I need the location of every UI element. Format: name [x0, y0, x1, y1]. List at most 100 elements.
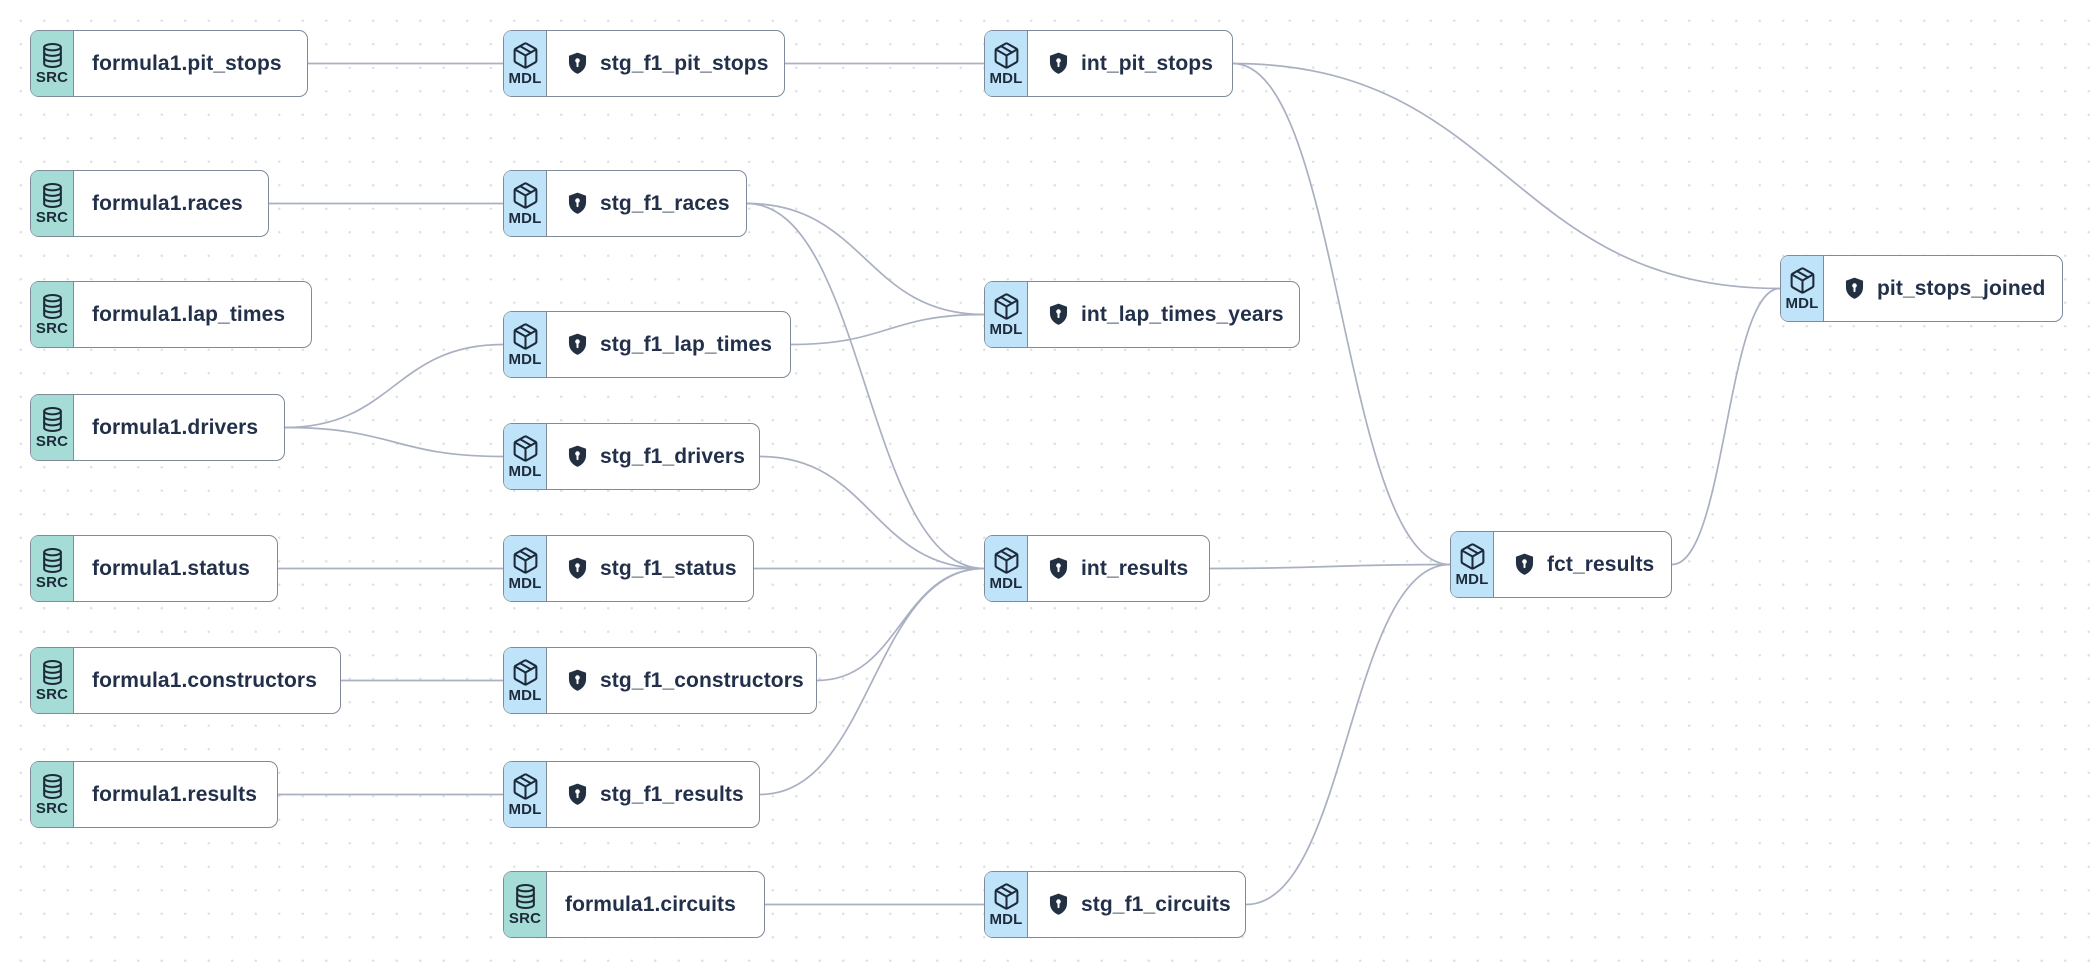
node-label: formula1.circuits [565, 892, 736, 916]
edge-int_results-to-fct_results [1209, 563, 1451, 570]
model-icon-section: MDL [504, 171, 547, 236]
node-body: formula1.races [74, 171, 261, 236]
node-label: formula1.races [92, 191, 243, 215]
model-icon-section: MDL [504, 424, 547, 489]
package-icon [994, 547, 1018, 574]
database-icon [42, 660, 62, 685]
source-icon-section: SRC [31, 395, 74, 460]
source-icon-section: SRC [31, 536, 74, 601]
node-body: int_lap_times_years [1028, 282, 1302, 347]
node-label: formula1.results [92, 782, 257, 806]
node-stg-results[interactable]: MDL stg_f1_results [503, 761, 760, 828]
node-src-results[interactable]: SRC formula1.results [30, 761, 278, 828]
node-body: stg_f1_races [547, 171, 748, 236]
database-icon [42, 183, 62, 208]
node-type-badge: MDL [508, 210, 542, 227]
node-type-badge: MDL [989, 321, 1023, 338]
edge-stg_circuits-to-fct_results [1245, 563, 1451, 906]
node-stg-constructors[interactable]: MDL stg_f1_constructors [503, 647, 817, 714]
node-label: stg_f1_results [600, 782, 744, 806]
node-label: int_results [1081, 556, 1189, 580]
node-int-lap-times-years[interactable]: MDL int_lap_times_years [984, 281, 1300, 348]
node-label: stg_f1_races [600, 191, 730, 215]
node-label: stg_f1_drivers [600, 444, 745, 468]
source-icon-section: SRC [31, 648, 74, 713]
node-body: stg_f1_pit_stops [547, 31, 786, 96]
node-label: stg_f1_constructors [600, 668, 804, 692]
node-src-lap-times[interactable]: SRC formula1.lap_times [30, 281, 312, 348]
shield-keyhole-icon [1845, 277, 1864, 299]
package-icon [1460, 543, 1484, 570]
node-body: int_pit_stops [1028, 31, 1231, 96]
node-label: int_pit_stops [1081, 51, 1213, 75]
shield-keyhole-icon [568, 557, 587, 579]
package-icon [513, 182, 537, 209]
model-icon-section: MDL [985, 536, 1028, 601]
node-src-status[interactable]: SRC formula1.status [30, 535, 278, 602]
package-icon [994, 42, 1018, 69]
database-icon [42, 774, 62, 799]
node-body: stg_f1_drivers [547, 424, 763, 489]
node-type-badge: SRC [508, 910, 542, 927]
node-type-badge: SRC [35, 320, 69, 337]
node-stg-lap-times[interactable]: MDL stg_f1_lap_times [503, 311, 791, 378]
node-stg-drivers[interactable]: MDL stg_f1_drivers [503, 423, 760, 490]
node-src-circuits[interactable]: SRC formula1.circuits [503, 871, 765, 938]
edge-stg_constructors-to-int_results [816, 567, 985, 682]
node-body: pit_stops_joined [1824, 256, 2063, 321]
model-icon-section: MDL [1451, 532, 1494, 597]
node-stg-circuits[interactable]: MDL stg_f1_circuits [984, 871, 1246, 938]
package-icon [513, 42, 537, 69]
node-int-results[interactable]: MDL int_results [984, 535, 1210, 602]
node-body: int_results [1028, 536, 1206, 601]
node-label: formula1.status [92, 556, 250, 580]
shield-keyhole-icon [1049, 557, 1068, 579]
node-label: stg_f1_circuits [1081, 892, 1231, 916]
node-label: stg_f1_pit_stops [600, 51, 769, 75]
database-icon [515, 884, 535, 909]
node-stg-races[interactable]: MDL stg_f1_races [503, 170, 747, 237]
node-type-badge: MDL [508, 351, 542, 368]
database-icon [42, 294, 62, 319]
package-icon [994, 883, 1018, 910]
model-icon-section: MDL [504, 762, 547, 827]
node-type-badge: MDL [508, 687, 542, 704]
package-icon [513, 547, 537, 574]
model-icon-section: MDL [504, 648, 547, 713]
node-body: stg_f1_circuits [1028, 872, 1249, 937]
model-icon-section: MDL [1781, 256, 1824, 321]
node-body: formula1.pit_stops [74, 31, 300, 96]
package-icon [513, 435, 537, 462]
edge-src_drivers-to-stg_drivers [284, 426, 504, 458]
node-type-badge: MDL [989, 575, 1023, 592]
shield-keyhole-icon [568, 783, 587, 805]
edge-stg_races-to-int_lap_times_years [746, 202, 985, 316]
node-stg-pit-stops[interactable]: MDL stg_f1_pit_stops [503, 30, 785, 97]
database-icon [42, 548, 62, 573]
node-fct-results[interactable]: MDL fct_results [1450, 531, 1672, 598]
node-label: stg_f1_status [600, 556, 737, 580]
database-icon [42, 43, 62, 68]
node-pit-stops-joined[interactable]: MDL pit_stops_joined [1780, 255, 2063, 322]
shield-keyhole-icon [1049, 893, 1068, 915]
node-label: stg_f1_lap_times [600, 332, 773, 356]
node-label: fct_results [1547, 552, 1655, 576]
node-int-pit-stops[interactable]: MDL int_pit_stops [984, 30, 1233, 97]
model-icon-section: MDL [985, 31, 1028, 96]
node-stg-status[interactable]: MDL stg_f1_status [503, 535, 754, 602]
node-label: formula1.constructors [92, 668, 317, 692]
shield-keyhole-icon [1049, 52, 1068, 74]
node-type-badge: MDL [508, 575, 542, 592]
package-icon [994, 293, 1018, 320]
node-body: formula1.status [74, 536, 268, 601]
node-body: formula1.lap_times [74, 282, 303, 347]
node-type-badge: MDL [508, 463, 542, 480]
node-type-badge: MDL [508, 70, 542, 87]
node-type-badge: SRC [35, 800, 69, 817]
node-src-constructors[interactable]: SRC formula1.constructors [30, 647, 341, 714]
